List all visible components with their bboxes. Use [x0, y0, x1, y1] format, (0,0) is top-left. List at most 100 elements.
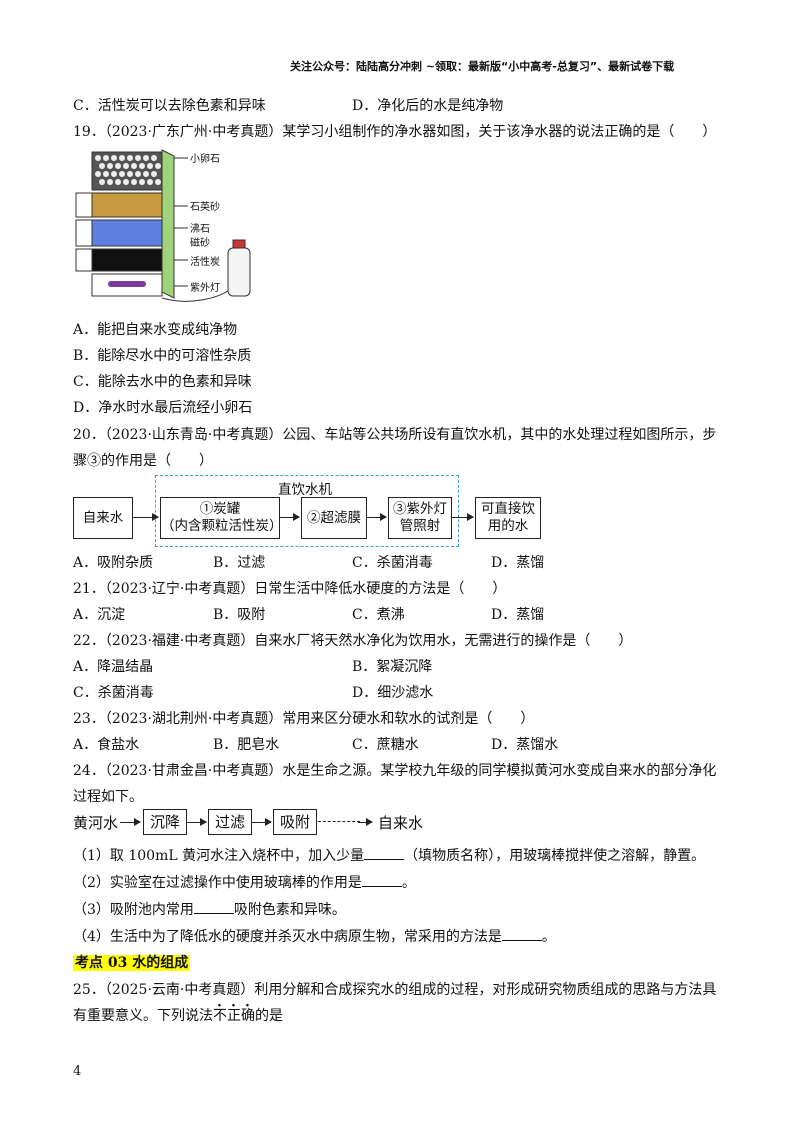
quartz-sand-layer	[91, 192, 163, 218]
q24-sub2-blank[interactable]	[361, 872, 402, 887]
bottle-cap	[232, 239, 246, 249]
activated-carbon-layer	[91, 248, 163, 272]
q22-stem: 22．（2023·福建·中考真题）自来水厂将天然水净化为饮用水，无需进行的操作是…	[73, 633, 633, 649]
flow-arrow-3	[366, 513, 387, 521]
purifier-side-panel	[161, 149, 175, 299]
step3-line1: ③紫外灯	[393, 501, 447, 517]
flow2-s3-label: 吸附	[279, 812, 310, 831]
q24-sub4-text-a: （4）生活中为了降低水的硬度并杀灭水中病原生物，常采用的方法是	[73, 929, 502, 945]
q23-option-c: C．蔗糖水	[352, 737, 419, 753]
section-title-text: 水的组成	[132, 955, 189, 971]
q24-sub3: （3）吸附池内常用 吸附色素和异味。	[73, 899, 346, 920]
q19-option-d: D．净水时水最后流经小卵石	[73, 400, 253, 416]
q23-option-b: B．肥皂水	[213, 737, 280, 753]
q24-sub2-text-b: 。	[401, 875, 416, 891]
q24-stem-line2: 过程如下。	[73, 789, 143, 805]
step3-line2: 管照射	[399, 518, 441, 534]
q21-stem: 21．（2023·辽宁·中考真题）日常生活中降低水硬度的方法是（ ）	[73, 581, 507, 597]
flow2-arrow-3	[251, 818, 272, 826]
q24-stem-line1: 24．（2023·甘肃金昌·中考真题）水是生命之源。某学校九年级的同学模拟黄河水…	[73, 763, 717, 779]
q23-option-d: D．蒸馏水	[491, 737, 559, 753]
flow2-sedimentation: 沉降	[143, 809, 187, 835]
flow2-s2-label: 过滤	[214, 812, 245, 831]
water-purifier-figure	[75, 149, 251, 302]
q24-sub1-blank[interactable]	[364, 845, 405, 860]
q20-option-d: D．蒸馏	[491, 555, 545, 571]
flow2-adsorption: 吸附	[273, 809, 317, 835]
bottle	[227, 247, 251, 297]
q20-stem-line2: 骤③的作用是（ ）	[73, 453, 213, 469]
q20-stem-line1: 20．（2023·山东青岛·中考真题）公园、车站等公共场所设有直饮水机，其中的水…	[73, 427, 717, 443]
end-line1: 可直接饮	[481, 501, 535, 517]
uv-lamp	[108, 281, 146, 287]
q23-option-a: A．食盐水	[73, 737, 140, 753]
flow-step-carbon-tank: ①炭罐 （内含颗粒活性炭）	[160, 497, 283, 539]
q25-stem-line1: 25．（2025·云南·中考真题）利用分解和合成探究水的组成的过程，对形成研究物…	[73, 982, 717, 998]
flow-end-drinkable: 可直接饮 用的水	[475, 497, 541, 539]
flow-arrow-1	[132, 513, 159, 521]
q24-sub1-text-b: （填物质名称），用玻璃棒搅拌使之溶解，静置。	[404, 848, 706, 864]
q24-sub3-text-a: （3）吸附池内常用	[73, 902, 194, 918]
q25-stem2-text-b: 的是	[255, 1008, 283, 1024]
end-line2: 用的水	[487, 518, 529, 534]
zeolite-layer	[91, 219, 163, 247]
step2-label: ②超滤膜	[307, 509, 361, 526]
section-tag-text: 考点 03	[75, 955, 128, 971]
section-heading: 考点 03 水的组成	[73, 953, 191, 973]
label-carbon: 活性炭	[190, 257, 220, 268]
q24-sub2: （2）实验室在过滤操作中使用玻璃棒的作用是。	[73, 872, 416, 893]
section-tag: 考点 03 水的组成	[73, 955, 191, 971]
label-quartz: 石英砂	[190, 202, 220, 213]
label-pebble: 小卵石	[190, 154, 220, 165]
q22-option-a: A．降温结晶	[73, 659, 154, 675]
q22-option-c: C．杀菌消毒	[73, 685, 154, 701]
q20-option-a: A．吸附杂质	[73, 555, 154, 571]
flow-start-label: 自来水	[82, 509, 124, 526]
flow2-end: 自来水	[378, 814, 424, 832]
q22-option-d: D．细沙滤水	[352, 685, 434, 701]
q19-option-b: B．能除尽水中的可溶性杂质	[73, 348, 252, 364]
emphasis-char-1: 不	[213, 1008, 227, 1024]
q25-stem-line2: 有重要意义。下列说法不正确的是	[73, 1006, 283, 1026]
q24-sub4: （4）生活中为了降低水的硬度并杀灭水中病原生物，常采用的方法是 。	[73, 926, 556, 947]
step1-line1: ①炭罐	[199, 501, 241, 517]
flow2-s1-label: 沉降	[149, 812, 180, 831]
q22-option-b: B．絮凝沉降	[352, 659, 433, 675]
q21-option-a: A．沉淀	[73, 607, 126, 623]
flow2-start: 黄河水	[73, 814, 119, 832]
q24-sub4-blank[interactable]	[501, 926, 542, 941]
flow2-arrow-2	[186, 818, 207, 826]
label-magnetic-sand: 磁砂	[190, 238, 210, 249]
step1-line2: （内含颗粒活性炭）	[161, 518, 283, 534]
flow2-filtration: 过滤	[208, 809, 252, 835]
label-zeolite: 沸石	[190, 224, 210, 235]
q20-option-c: C．杀菌消毒	[352, 555, 433, 571]
flow2-dashed-connector	[318, 821, 360, 822]
flow-step-ultrafiltration: ②超滤膜	[301, 497, 367, 539]
emphasis-char-2: 正	[227, 1008, 241, 1024]
dispenser-title: 直饮水机	[278, 482, 332, 498]
q20-option-b: B．过滤	[213, 555, 266, 571]
q24-sub1: （1）取 100mL 黄河水注入烧杯中，加入少量 （填物质名称），用玻璃棒搅拌使之…	[73, 845, 705, 866]
q19-stem: 19．（2023·广东广州·中考真题）某学习小组制作的净水器如图，关于该净水器的…	[73, 124, 717, 140]
flow2-arrow-4	[358, 818, 373, 826]
q19-option-a: A．能把自来水变成纯净物	[73, 322, 238, 338]
q18-option-d: D．净化后的水是纯净物	[352, 98, 504, 114]
flow-arrow-2	[279, 513, 300, 521]
q21-option-b: B．吸附	[213, 607, 266, 623]
q24-sub3-blank[interactable]	[193, 899, 234, 914]
q25-stem2-text-a: 有重要意义。下列说法	[73, 1008, 213, 1024]
water-dispenser-frame	[155, 475, 459, 547]
q21-option-d: D．蒸馏	[491, 607, 545, 623]
q23-stem: 23．（2023·湖北荆州·中考真题）常用来区分硬水和软水的试剂是（ ）	[73, 711, 535, 727]
q18-option-c: C．活性炭可以去除色素和异味	[73, 98, 266, 114]
label-uv: 紫外灯	[190, 283, 220, 294]
q24-sub4-text-b: 。	[541, 929, 556, 945]
q24-sub1-text-a: （1）取 100mL 黄河水注入烧杯中，加入少量	[73, 848, 365, 864]
q24-sub3-text-b: 吸附色素和异味。	[233, 902, 346, 918]
flow-start-tap-water: 自来水	[73, 497, 133, 539]
emphasis-char-3: 确	[241, 1008, 255, 1024]
page-header: 关注公众号：陆陆高分冲刺 ~领取：最新版“小中高考-总复习”、最新试卷下载	[290, 60, 675, 73]
flow-step-uv: ③紫外灯 管照射	[388, 497, 452, 539]
page-number: 4	[73, 1064, 82, 1079]
